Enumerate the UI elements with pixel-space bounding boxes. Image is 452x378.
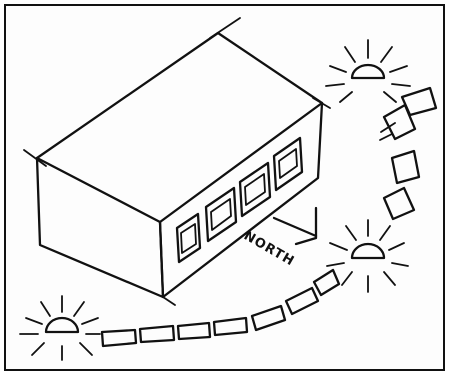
sun-rays xyxy=(327,220,408,292)
sun-disc xyxy=(46,318,78,332)
north-arrow-head xyxy=(296,208,316,244)
roof-corner-tick xyxy=(24,150,46,166)
north-label: NORTH xyxy=(241,228,297,269)
sun-path-segment xyxy=(178,323,210,339)
sun-path-segment xyxy=(252,306,285,330)
sun-path-segment xyxy=(214,318,247,335)
window-pane xyxy=(211,199,231,230)
sun-rays xyxy=(326,40,410,102)
sun-path-segment xyxy=(140,326,174,342)
building-west-wall xyxy=(37,158,163,297)
window xyxy=(274,138,302,190)
window-pane xyxy=(245,174,265,205)
base-tick xyxy=(163,297,175,305)
sun-disc xyxy=(352,244,384,258)
sun-path-segment xyxy=(314,270,339,295)
sun-disc xyxy=(352,65,384,78)
sun-icon xyxy=(327,220,408,292)
window-row xyxy=(177,138,302,262)
sun-path-segment xyxy=(384,188,414,219)
sun-rays xyxy=(20,296,100,360)
sun-path-segment xyxy=(402,88,436,115)
building-roof xyxy=(37,33,322,222)
sun-icon xyxy=(20,296,100,360)
sun-icon xyxy=(326,40,410,102)
sun-path-segment xyxy=(392,151,419,183)
sun-path-segment xyxy=(102,330,136,346)
sun-path-segment xyxy=(384,105,415,139)
window-pane xyxy=(279,149,297,178)
north-arrow: NORTH xyxy=(241,208,316,270)
window-pane xyxy=(181,224,196,253)
sun-path-segment xyxy=(286,288,318,314)
roof-corner-tick xyxy=(210,18,240,38)
north-arrow-shaft xyxy=(274,218,316,236)
